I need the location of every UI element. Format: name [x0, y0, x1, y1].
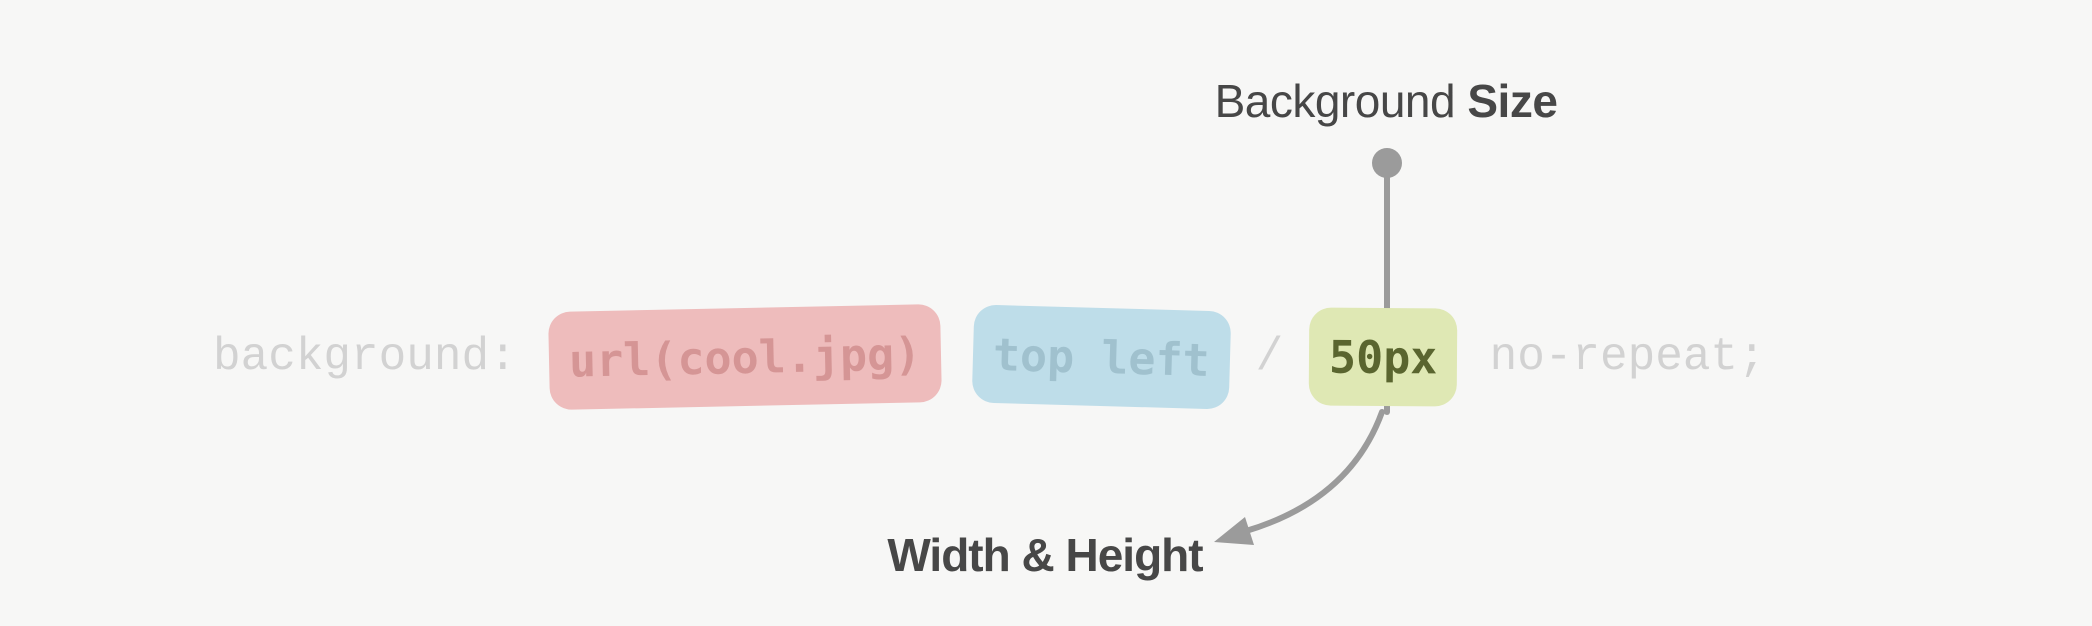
css-property-name: background:	[213, 331, 517, 383]
width-height-label: Width & Height	[887, 529, 1203, 581]
background-size-label: Background Size	[1215, 74, 1558, 128]
position-size-separator: /	[1255, 331, 1284, 383]
size-value-highlight: 50px	[1308, 307, 1458, 407]
image-value-highlight: url(cool.jpg)	[547, 303, 942, 411]
background-size-label-bold: Size	[1467, 75, 1558, 127]
arrowhead-icon	[1214, 517, 1254, 545]
curved-arrow-line	[1243, 409, 1385, 534]
position-value-highlight: top left	[971, 304, 1231, 410]
background-size-label-regular: Background	[1214, 75, 1456, 127]
repeat-value: no-repeat;	[1489, 331, 1766, 383]
connector-dot	[1372, 148, 1402, 178]
css-snippet: background: url(cool.jpg) top left / 50p…	[213, 303, 1766, 411]
